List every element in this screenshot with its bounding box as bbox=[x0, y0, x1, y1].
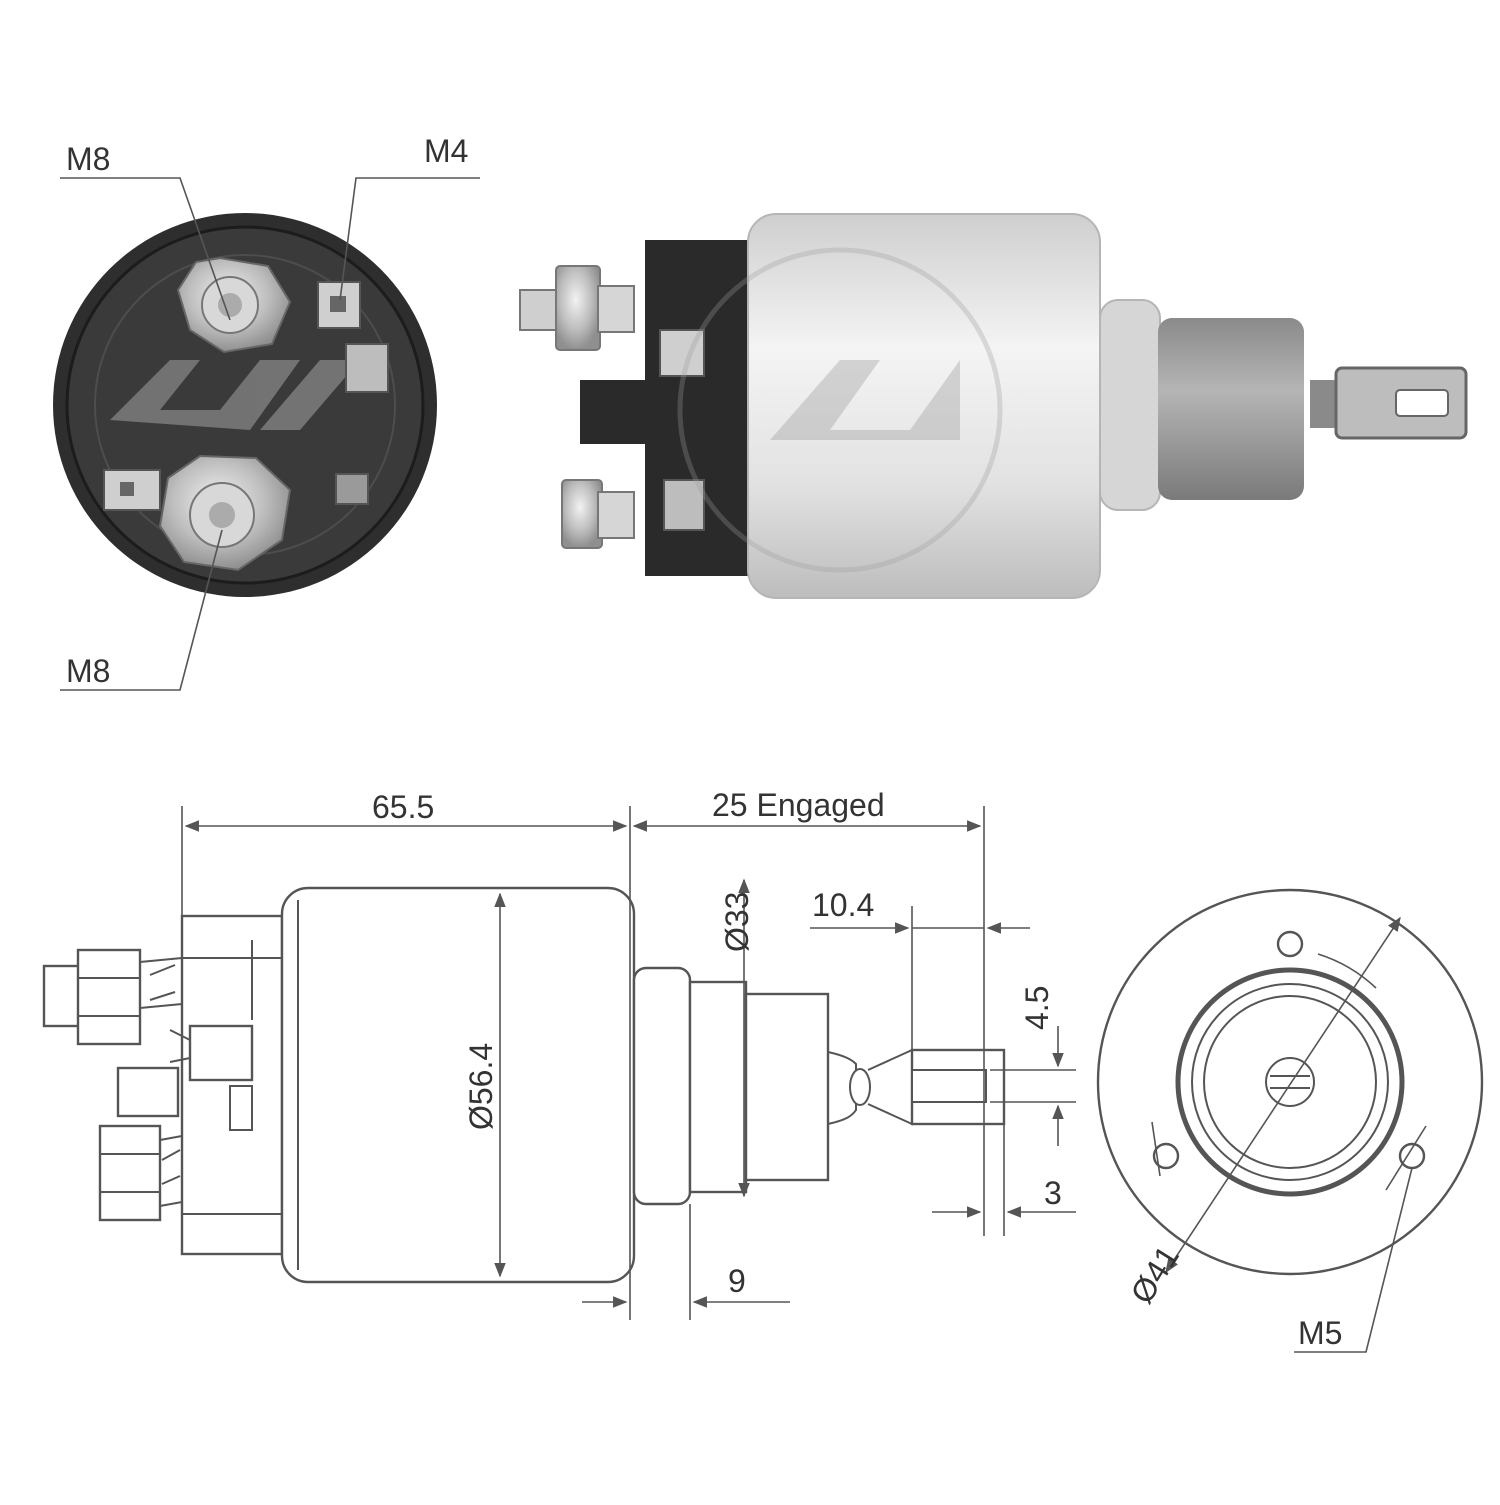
dim-tab-thickness: 3 bbox=[1044, 1175, 1062, 1211]
dim-nose-diameter: Ø33 bbox=[719, 892, 755, 952]
dim-body-diameter: Ø56.4 bbox=[463, 1043, 499, 1130]
label-m4: M4 bbox=[424, 133, 468, 169]
hex-nut-icon bbox=[176, 256, 292, 354]
housing-outline bbox=[280, 886, 636, 1284]
watermark-logo-icon bbox=[677, 247, 1003, 573]
dim-flange-depth: 9 bbox=[728, 1263, 746, 1299]
hex-nut-icon bbox=[555, 265, 601, 351]
dim-plunger-travel: 25 Engaged bbox=[712, 787, 885, 823]
label-mount-thread: M5 bbox=[1298, 1315, 1342, 1351]
label-m8-top: M8 bbox=[66, 141, 110, 177]
watermark-logo-icon bbox=[110, 360, 360, 430]
plunger bbox=[1158, 318, 1304, 500]
dim-slot-length: 10.4 bbox=[812, 887, 874, 923]
hex-nut-icon bbox=[98, 1124, 162, 1222]
side-dimension-drawing: 65.5 25 Engaged Ø33 Ø56.4 10.4 4.5 3 9 bbox=[42, 787, 1076, 1320]
terminal-end-view: M8 M4 M8 bbox=[53, 133, 480, 691]
plunger-outline bbox=[744, 992, 830, 1182]
mounting-face-view: Ø41 M5 bbox=[1096, 888, 1484, 1353]
dim-bolt-circle: Ø41 bbox=[1123, 1239, 1186, 1309]
hex-nut-icon bbox=[158, 454, 292, 572]
dim-body-length: 65.5 bbox=[372, 789, 434, 825]
hex-nut-icon bbox=[561, 479, 603, 549]
hex-nut-icon bbox=[76, 948, 142, 1046]
label-m8-bottom: M8 bbox=[66, 653, 110, 689]
solenoid-side-photo bbox=[519, 213, 1468, 599]
dim-slot-width: 4.5 bbox=[1019, 986, 1055, 1030]
